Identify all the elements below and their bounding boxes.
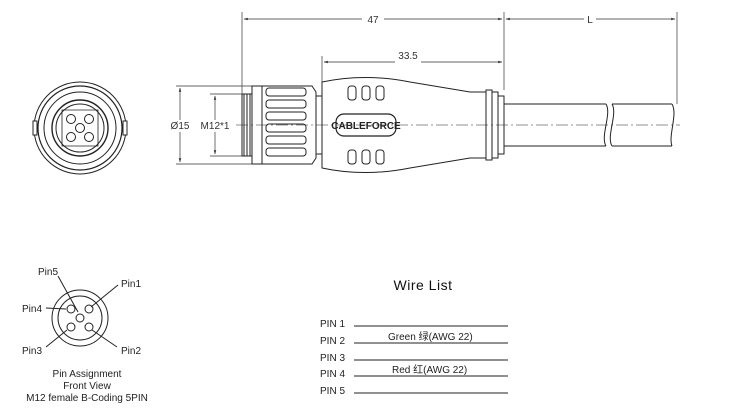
- brand-label: CABLEFORCE: [331, 121, 401, 132]
- dim-thread: M12*1: [201, 121, 230, 132]
- pin-caption-line3: M12 female B-Coding 5PIN: [26, 393, 148, 404]
- wire-row-color: Green 绿(AWG 22): [388, 330, 473, 343]
- front-view: [32, 81, 128, 175]
- wire-list-lines: [354, 325, 508, 394]
- wire-row-pin: PIN 3: [320, 353, 345, 364]
- pin1-label: Pin1: [121, 279, 141, 290]
- dim-outer-diameter: Ø15: [171, 121, 190, 132]
- wire-row-pin: PIN 2: [320, 336, 345, 347]
- wire-row-pin: PIN 4: [320, 369, 345, 380]
- dimension-lines: [176, 12, 678, 165]
- pin5-label: Pin5: [38, 267, 58, 278]
- pin3-label: Pin3: [22, 346, 42, 357]
- wire-row-pin: PIN 5: [320, 386, 345, 397]
- pin-caption-line2: Front View: [63, 381, 111, 392]
- wire-list-title: Wire List: [394, 277, 453, 293]
- wire-row-pin: PIN 1: [320, 319, 345, 330]
- pin2-label: Pin2: [121, 346, 141, 357]
- wire-row-color: Red 红(AWG 22): [392, 363, 467, 376]
- pin-caption-line1: Pin Assignment: [53, 369, 122, 380]
- pin-assignment-diagram: [45, 275, 119, 348]
- dim-cable-length: L: [587, 15, 593, 26]
- dim-overall-length: 47: [367, 15, 379, 26]
- dim-body-length: 33.5: [398, 51, 418, 62]
- side-view: [236, 77, 680, 173]
- pin4-label: Pin4: [22, 304, 42, 315]
